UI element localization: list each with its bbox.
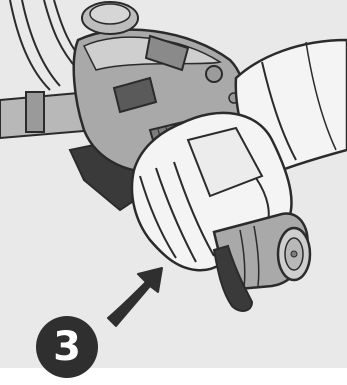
step-number-badge: 3: [36, 316, 98, 378]
